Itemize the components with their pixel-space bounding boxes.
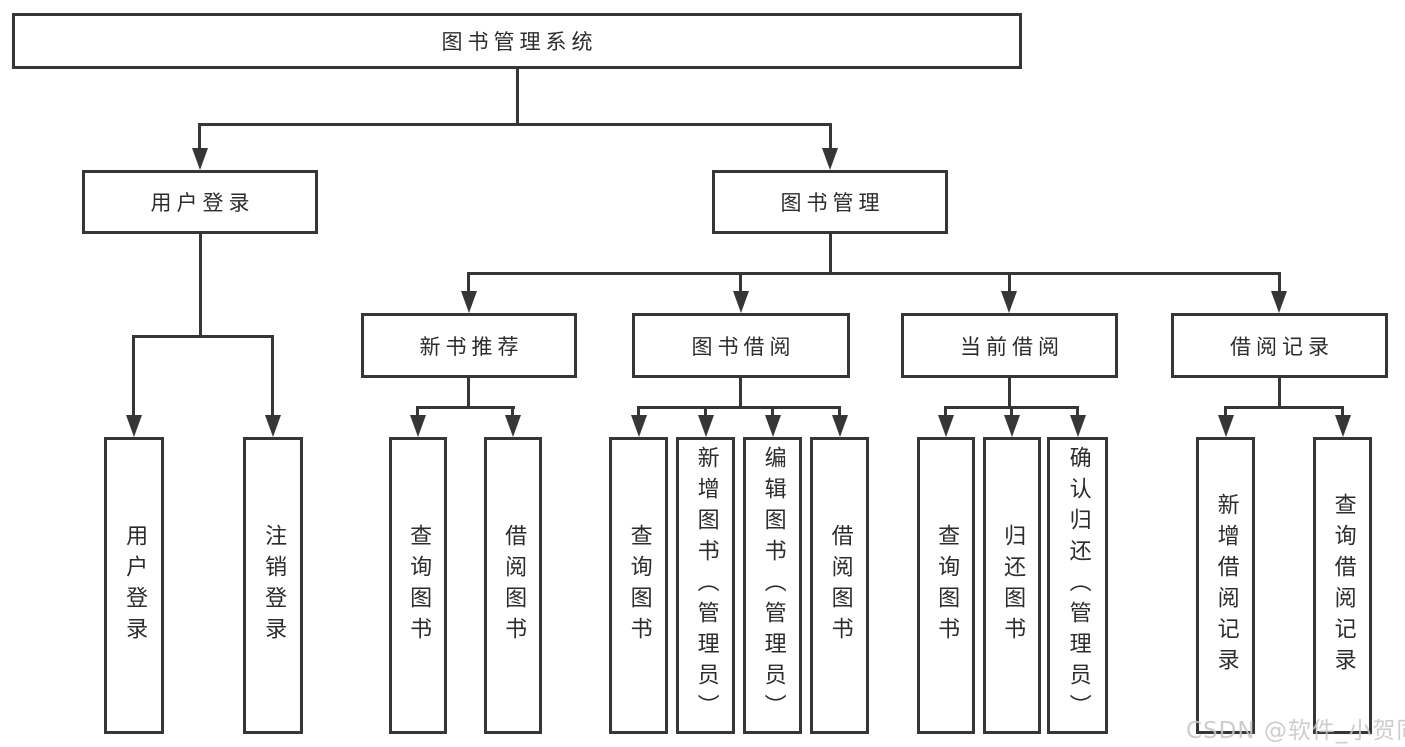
connector-line <box>1076 406 1079 419</box>
node-cb-return-books: 归还图书 <box>983 437 1041 734</box>
node-bb-borrow-books: 借阅图书 <box>810 437 869 734</box>
connector-line <box>704 406 707 419</box>
arrowhead-down <box>265 415 281 437</box>
node-book-borrowing: 图书借阅 <box>632 313 850 378</box>
connector-line <box>511 406 514 419</box>
node-cb-query-books: 查询图书 <box>917 437 975 734</box>
arrowhead-down <box>461 291 477 313</box>
connector-line <box>637 406 640 419</box>
node-br-add-record: 新增借阅记录 <box>1196 437 1255 734</box>
connector-line <box>132 335 135 419</box>
node-library-system-root: 图书管理系统 <box>12 13 1022 69</box>
node-borrowing-records: 借阅记录 <box>1171 313 1388 378</box>
arrowhead-down <box>631 415 647 437</box>
connector-line <box>467 272 470 293</box>
connector-line <box>1008 272 1011 293</box>
arrowhead-down <box>1335 415 1351 437</box>
node-book-management-module: 图书管理 <box>712 170 948 234</box>
connector-line <box>944 406 947 419</box>
node-logout: 注销登录 <box>243 437 303 734</box>
arrowhead-down <box>1070 415 1086 437</box>
arrowhead-down <box>505 415 521 437</box>
arrowhead-down <box>192 148 208 170</box>
node-bb-edit-books-admin: 编辑图书（管理员） <box>743 437 802 734</box>
connector-line <box>1224 406 1344 409</box>
node-bb-add-books-admin: 新增图书（管理员） <box>676 437 735 734</box>
connector-line <box>198 123 201 151</box>
connector-line <box>467 378 470 406</box>
connector-line <box>516 69 519 123</box>
connector-line <box>771 406 774 419</box>
node-new-book-recommend: 新书推荐 <box>361 313 577 378</box>
arrowhead-down <box>410 415 426 437</box>
connector-line <box>271 335 274 419</box>
node-rec-query-books: 查询图书 <box>389 437 447 734</box>
connector-line <box>838 406 841 419</box>
arrowhead-down <box>938 415 954 437</box>
connector-line <box>1341 406 1344 419</box>
connector-line <box>1008 378 1011 406</box>
node-rec-borrow-books: 借阅图书 <box>484 437 542 734</box>
arrowhead-down <box>1004 415 1020 437</box>
connector-line <box>1278 272 1281 293</box>
connector-line <box>467 272 1281 275</box>
node-user-login-module: 用户登录 <box>82 170 318 234</box>
arrowhead-down <box>1001 291 1017 313</box>
connector-line <box>739 378 742 406</box>
connector-line <box>1010 406 1013 419</box>
arrowhead-down <box>832 415 848 437</box>
arrowhead-down <box>1271 291 1287 313</box>
connector-line <box>637 406 841 409</box>
node-current-borrowing: 当前借阅 <box>901 313 1118 378</box>
connector-line <box>739 272 742 293</box>
arrowhead-down <box>1218 415 1234 437</box>
connector-line <box>198 123 832 126</box>
connector-line <box>1224 406 1227 419</box>
arrowhead-down <box>126 415 142 437</box>
arrowhead-down <box>765 415 781 437</box>
connector-line <box>132 335 274 338</box>
arrowhead-down <box>698 415 714 437</box>
arrowhead-down <box>733 291 749 313</box>
csdn-watermark: CSDN @软件_小贺同学 <box>1186 718 1405 744</box>
connector-line <box>416 406 515 409</box>
node-cb-confirm-return-admin: 确认归还（管理员） <box>1047 437 1108 734</box>
node-br-query-record: 查询借阅记录 <box>1313 437 1372 734</box>
node-user-login: 用户登录 <box>104 437 164 734</box>
arrowhead-down <box>822 148 838 170</box>
connector-line <box>416 406 419 419</box>
connector-line <box>829 123 832 151</box>
connector-line <box>199 234 202 335</box>
connector-line <box>1278 378 1281 406</box>
connector-line <box>829 234 832 272</box>
node-bb-query-books: 查询图书 <box>609 437 668 734</box>
